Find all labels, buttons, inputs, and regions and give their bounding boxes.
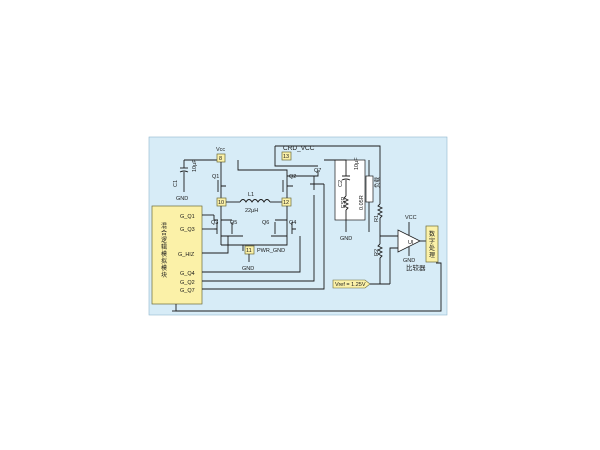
chip-title-char: 模 — [161, 264, 167, 272]
divider: R1 R2 — [374, 176, 398, 284]
l1-inductor: L1 22μH — [226, 192, 282, 214]
pin-label: G_Q2 — [180, 280, 195, 286]
pin-label: G_Q3 — [180, 227, 195, 233]
pwr-gnd-label: PWR_GND — [257, 248, 285, 254]
c1-value: 10μF — [192, 159, 198, 172]
comparator-label: 比较器 — [406, 263, 426, 272]
vcc-node: Vcc 8 — [216, 147, 225, 163]
esr-label: ESR — [341, 197, 347, 208]
gnd-label: GND — [403, 258, 415, 264]
load-resistor: 负载 — [365, 160, 381, 232]
q6-label: Q6 — [262, 220, 269, 226]
c1-label: C1 — [173, 180, 179, 187]
crd-vcc-label: CRD_VCC — [283, 145, 315, 152]
crd-vcc-node: 13 CRD_VCC — [274, 145, 381, 176]
digital-char: 字 — [429, 237, 435, 245]
chip-title-char: 模 — [161, 250, 167, 258]
chip-title-char: 辑 — [161, 243, 167, 251]
pin-label: G_Q4 — [180, 271, 195, 277]
esr-value: 0.05R — [359, 195, 365, 210]
r2-label: R2 — [374, 249, 380, 256]
pin-label: G_Q7 — [180, 288, 195, 294]
chip-wires — [172, 184, 442, 312]
c2-value: 10μF — [354, 157, 360, 170]
digital-char: 数 — [429, 230, 435, 238]
q5-label: Q5 — [230, 220, 237, 226]
gnd-label: GND — [340, 236, 352, 242]
digital-processing: 数 字 处 理 — [425, 225, 439, 263]
load-label: 负载 — [373, 176, 381, 188]
node-label: 10 — [218, 200, 224, 206]
chip-title: 混 合 逻 辑 模 拟 模 块 — [161, 222, 167, 279]
vcc-label: Vcc — [216, 147, 225, 153]
chip-title-char: 逻 — [161, 236, 167, 244]
chip-title-char: 混 — [161, 222, 167, 230]
comparator: UI VCC GND 比较器 — [389, 215, 426, 284]
vcc-label: VCC — [405, 215, 417, 221]
node-label: 11 — [246, 248, 252, 254]
l1-value: 22μH — [245, 208, 258, 214]
q4-label: Q4 — [289, 220, 296, 226]
gnd-label: GND — [176, 196, 188, 202]
mixed-logic-chip: 混 合 逻 辑 模 拟 模 块 G_Q1 G_Q3 G_HIZ G_Q4 G_Q… — [151, 205, 203, 305]
c1-capacitor: C1 10μF GND — [173, 159, 221, 202]
left-bridge: Q1 10 Q3 Q5 — [211, 162, 243, 246]
c2-esr-box: C2 10μF ESR 0.05R GND — [324, 157, 366, 242]
node-label: 13 — [283, 154, 289, 160]
digital-char: 理 — [429, 252, 435, 259]
pin-label: G_Q1 — [180, 214, 195, 220]
pin-label: G_HIZ — [178, 252, 195, 258]
l1-label: L1 — [248, 192, 254, 198]
digital-char: 处 — [429, 244, 435, 252]
chip-title-char: 块 — [161, 271, 167, 279]
r1-label: R1 — [374, 215, 380, 222]
gnd-label: GND — [242, 266, 254, 272]
chip-title-char: 合 — [161, 229, 167, 237]
pwr-gnd: 11 PWR_GND GND — [242, 245, 285, 272]
q2-label: Q2 — [289, 174, 296, 180]
vref-tag: Vref = 1.25V — [332, 279, 390, 289]
node-label: 12 — [283, 200, 289, 206]
right-bridge: 12 Q2 Q4 Q6 Q7 — [237, 160, 324, 246]
q7-label: Q7 — [314, 168, 321, 174]
chip-title-char: 拟 — [161, 257, 167, 265]
q1-label: Q1 — [212, 174, 219, 180]
q3-label: Q3 — [211, 220, 218, 226]
node-label: 8 — [219, 156, 222, 162]
c2-label: C2 — [338, 180, 344, 187]
vref-label: Vref = 1.25V — [335, 282, 366, 288]
ui-label: UI — [408, 240, 414, 246]
